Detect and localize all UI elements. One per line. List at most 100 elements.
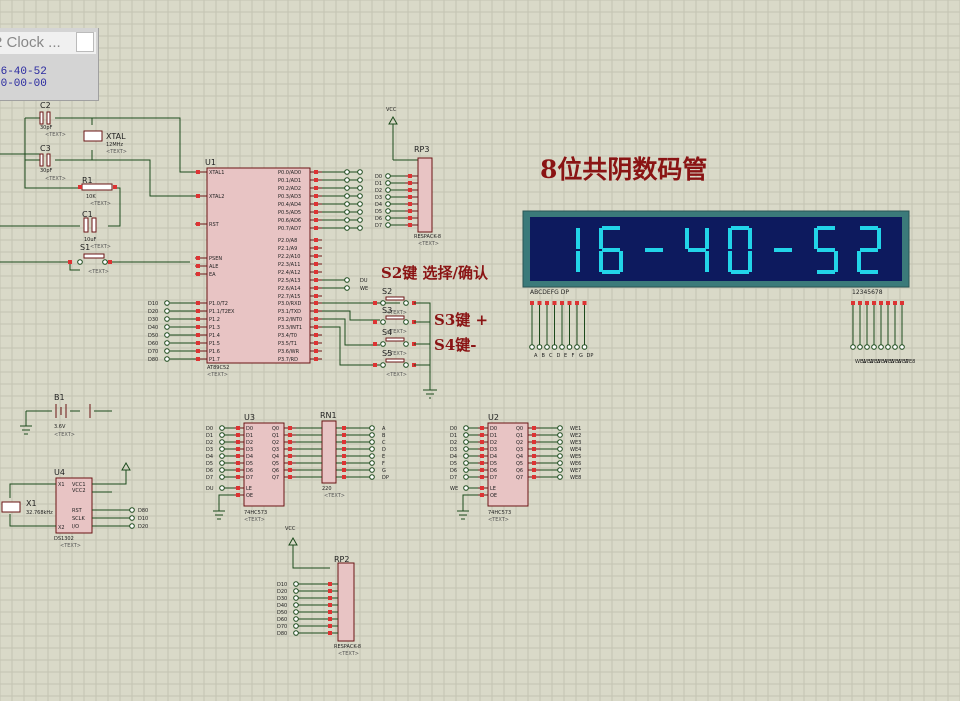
- net-terminal[interactable]: [293, 609, 299, 615]
- switch-terminal[interactable]: [403, 362, 409, 368]
- rp2-resistor-pack[interactable]: [337, 562, 355, 642]
- switch-terminal[interactable]: [403, 300, 409, 306]
- net-terminal[interactable]: [385, 222, 391, 228]
- net-terminal[interactable]: [463, 485, 469, 491]
- switch-terminal[interactable]: [380, 319, 386, 325]
- net-terminal[interactable]: [385, 215, 391, 221]
- net-terminal[interactable]: [219, 485, 225, 491]
- net-terminal[interactable]: [463, 460, 469, 466]
- net-terminal[interactable]: [385, 208, 391, 214]
- p0-net-terminal[interactable]: [344, 201, 350, 207]
- net-terminal[interactable]: [878, 344, 884, 350]
- p0-net-terminal[interactable]: [357, 177, 363, 183]
- net-terminal[interactable]: [581, 344, 588, 350]
- net-terminal[interactable]: [885, 344, 891, 350]
- p0-net-terminal[interactable]: [357, 225, 363, 231]
- net-terminal[interactable]: [164, 316, 170, 322]
- switch-terminal[interactable]: [380, 341, 386, 347]
- p0-net-terminal[interactable]: [344, 193, 350, 199]
- net-terminal[interactable]: [219, 439, 225, 445]
- net-terminal[interactable]: [463, 467, 469, 473]
- u1-chip-body[interactable]: [206, 167, 311, 364]
- net-terminal[interactable]: [544, 344, 550, 350]
- clock-popup-title[interactable]: 2 Clock ...: [0, 32, 96, 54]
- net-terminal[interactable]: [293, 630, 299, 636]
- net-terminal[interactable]: [857, 344, 863, 350]
- net-terminal[interactable]: [463, 432, 469, 438]
- popup-close-button[interactable]: [76, 32, 94, 52]
- p0-net-terminal[interactable]: [357, 217, 363, 223]
- net-terminal[interactable]: [219, 425, 225, 431]
- u2-chip-body[interactable]: [487, 422, 529, 507]
- net-terminal[interactable]: [129, 523, 135, 529]
- net-terminal[interactable]: [529, 344, 535, 350]
- net-terminal[interactable]: [129, 507, 135, 513]
- net-terminal[interactable]: [369, 460, 375, 466]
- net-terminal[interactable]: [385, 173, 391, 179]
- net-terminal[interactable]: [385, 180, 391, 186]
- net-terminal[interactable]: [385, 194, 391, 200]
- net-terminal[interactable]: [369, 425, 375, 431]
- net-terminal[interactable]: [344, 277, 350, 283]
- net-terminal[interactable]: [385, 201, 391, 207]
- switch-terminal[interactable]: [403, 319, 409, 325]
- net-terminal[interactable]: [164, 348, 170, 354]
- net-terminal[interactable]: [293, 581, 299, 587]
- net-terminal[interactable]: [463, 439, 469, 445]
- p0-net-terminal[interactable]: [357, 169, 363, 175]
- p0-net-terminal[interactable]: [357, 209, 363, 215]
- net-terminal[interactable]: [219, 467, 225, 473]
- net-terminal[interactable]: [344, 285, 350, 291]
- rp3-resistor-pack[interactable]: [417, 157, 433, 233]
- net-terminal[interactable]: [293, 623, 299, 629]
- rn1-resistor-network[interactable]: [321, 420, 337, 484]
- net-terminal[interactable]: [164, 332, 170, 338]
- net-terminal[interactable]: [219, 432, 225, 438]
- net-terminal[interactable]: [557, 446, 563, 452]
- net-terminal[interactable]: [566, 344, 573, 350]
- u3-chip-body[interactable]: [243, 422, 285, 507]
- p0-net-terminal[interactable]: [344, 185, 350, 191]
- net-terminal[interactable]: [293, 616, 299, 622]
- switch-terminal[interactable]: [380, 362, 386, 368]
- p0-net-terminal[interactable]: [357, 201, 363, 207]
- net-terminal[interactable]: [536, 344, 543, 350]
- p0-net-terminal[interactable]: [344, 209, 350, 215]
- net-terminal[interactable]: [463, 453, 469, 459]
- net-terminal[interactable]: [871, 344, 877, 350]
- net-terminal[interactable]: [102, 259, 108, 265]
- net-terminal[interactable]: [557, 425, 563, 431]
- net-terminal[interactable]: [385, 187, 391, 193]
- p0-net-terminal[interactable]: [357, 185, 363, 191]
- net-terminal[interactable]: [463, 474, 469, 480]
- net-terminal[interactable]: [369, 432, 375, 438]
- switch-terminal[interactable]: [380, 300, 386, 306]
- net-terminal[interactable]: [219, 474, 225, 480]
- p0-net-terminal[interactable]: [344, 169, 350, 175]
- net-terminal[interactable]: [164, 308, 170, 314]
- net-terminal[interactable]: [850, 344, 856, 350]
- net-terminal[interactable]: [164, 300, 170, 306]
- net-terminal[interactable]: [164, 324, 170, 330]
- u4-chip-body[interactable]: [55, 477, 93, 534]
- net-terminal[interactable]: [293, 588, 299, 594]
- net-terminal[interactable]: [219, 460, 225, 466]
- net-terminal[interactable]: [164, 356, 170, 362]
- net-terminal[interactable]: [463, 446, 469, 452]
- net-terminal[interactable]: [557, 474, 563, 480]
- net-terminal[interactable]: [557, 453, 563, 459]
- p0-net-terminal[interactable]: [344, 177, 350, 183]
- net-terminal[interactable]: [892, 344, 898, 350]
- net-terminal[interactable]: [574, 344, 580, 350]
- net-terminal[interactable]: [219, 453, 225, 459]
- net-terminal[interactable]: [369, 474, 375, 480]
- net-terminal[interactable]: [899, 344, 905, 350]
- net-terminal[interactable]: [219, 446, 225, 452]
- net-terminal[interactable]: [557, 467, 563, 473]
- p0-net-terminal[interactable]: [344, 225, 350, 231]
- net-terminal[interactable]: [557, 432, 563, 438]
- net-terminal[interactable]: [551, 344, 558, 350]
- net-terminal[interactable]: [77, 259, 83, 265]
